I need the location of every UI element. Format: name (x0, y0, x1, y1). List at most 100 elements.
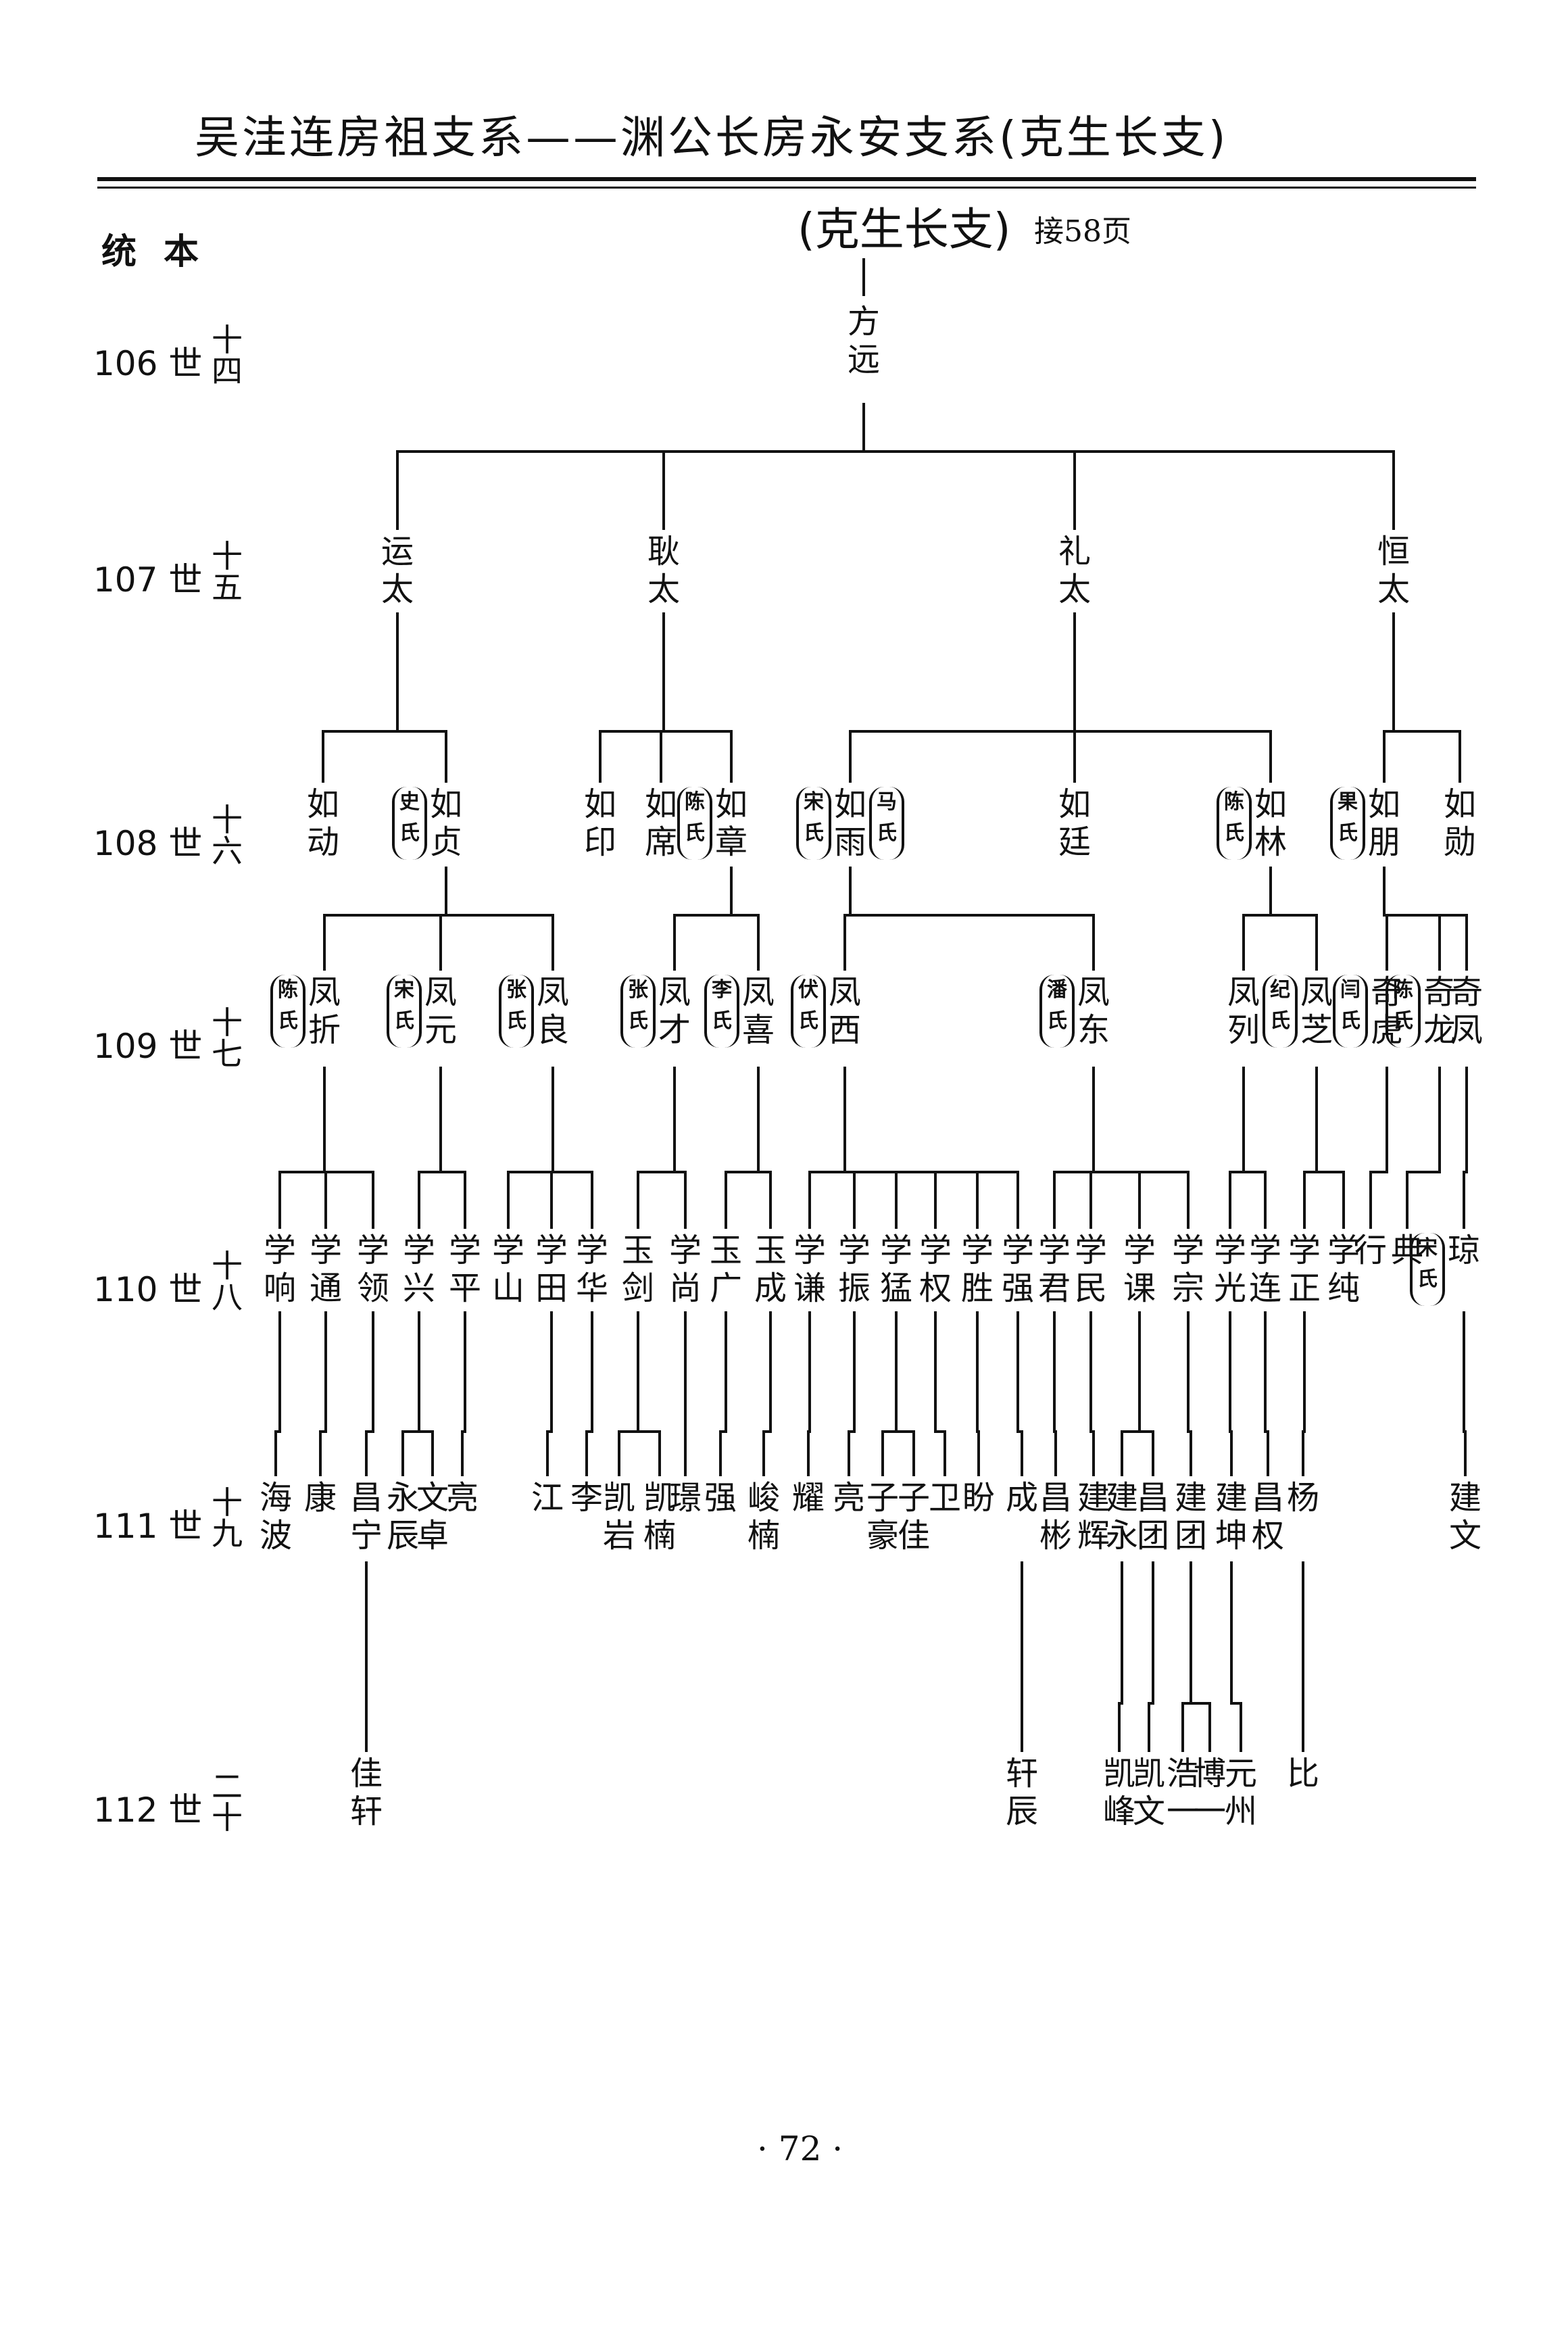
spouse-mark: 纪氏 (1263, 975, 1298, 1048)
member-name: 学强 (1001, 1232, 1034, 1307)
member-name: 海波 (259, 1479, 292, 1555)
member-name: 学平 (448, 1232, 481, 1307)
member-name: 如朋 (1367, 785, 1400, 861)
member-name: 学山 (491, 1232, 524, 1307)
member-name: 凤东 (1077, 973, 1110, 1049)
member-name: 成 (1005, 1479, 1038, 1517)
generation-label: 106 世 (93, 344, 203, 383)
member-name: 昌权 (1251, 1479, 1284, 1555)
member-name: 昌彬 (1039, 1479, 1072, 1555)
member-name: 恒太 (1377, 533, 1410, 608)
header-rule-thick (97, 177, 1476, 181)
tongben-label: 统本 (101, 232, 226, 272)
generation-label: 107 世 (93, 560, 203, 600)
member-name: 凤良 (536, 973, 569, 1049)
member-name: 行 (1354, 1232, 1387, 1269)
member-name: 凤喜 (741, 973, 775, 1049)
generation-cn: 十八 (212, 1248, 243, 1315)
member-name: 玉广 (709, 1232, 742, 1307)
member-name: 强 (704, 1479, 737, 1517)
member-name: 学民 (1074, 1232, 1107, 1307)
generation-cn: 十六 (212, 802, 243, 869)
member-name: 凯岩 (602, 1479, 635, 1555)
generation-label: 111 世 (93, 1507, 203, 1546)
member-name: 学光 (1213, 1232, 1246, 1307)
member-name: 学君 (1037, 1232, 1071, 1307)
member-name: 运太 (381, 533, 414, 608)
member-name: 昌宁 (349, 1479, 383, 1555)
spouse-mark: 李氏 (704, 975, 739, 1048)
member-name: 学尚 (668, 1232, 702, 1307)
member-name: 学胜 (960, 1232, 994, 1307)
member-name: 玉成 (754, 1232, 787, 1307)
member-name: 盼 (962, 1479, 995, 1517)
member-name: 学正 (1288, 1232, 1321, 1307)
member-name: 学领 (356, 1232, 389, 1307)
member-name: 亮 (832, 1479, 865, 1517)
member-name: 奇龙 (1423, 973, 1456, 1049)
member-name: 如动 (306, 785, 339, 861)
spouse-mark: 宋氏 (1410, 1233, 1445, 1306)
member-name: 学猛 (879, 1232, 912, 1307)
member-name: 学振 (837, 1232, 871, 1307)
member-name: 子佳 (897, 1479, 930, 1555)
header-rule-thin (97, 187, 1476, 189)
spouse-mark: 马氏 (869, 787, 904, 860)
generation-label: 110 世 (93, 1270, 203, 1309)
member-name: 佳轩 (349, 1755, 383, 1830)
member-name: 凤芝 (1300, 973, 1333, 1049)
member-name: 凤元 (424, 973, 457, 1049)
member-name: 玉剑 (621, 1232, 654, 1307)
spouse-mark: 陈氏 (1386, 975, 1421, 1048)
member-name: 比 (1286, 1755, 1319, 1793)
member-name: 凤折 (308, 973, 341, 1049)
member-name: 元州 (1224, 1755, 1257, 1830)
spouse-mark: 闫氏 (1333, 975, 1368, 1048)
spouse-mark: 宋氏 (796, 787, 831, 860)
member-name: 如贞 (429, 785, 462, 861)
member-name: 凤才 (658, 973, 691, 1049)
member-name: 文卓 (416, 1479, 449, 1555)
member-name: 李 (570, 1479, 603, 1517)
member-name: 如勋 (1443, 785, 1476, 861)
member-name: 江 (531, 1479, 564, 1517)
spouse-mark: 史氏 (392, 787, 427, 860)
generation-cn: 十七 (212, 1004, 243, 1072)
spouse-mark: 宋氏 (387, 975, 422, 1048)
member-name: 学兴 (402, 1232, 435, 1307)
spouse-mark: 张氏 (620, 975, 656, 1048)
member-name: 卫 (928, 1479, 961, 1517)
member-name: 凯峰 (1102, 1755, 1135, 1830)
member-name: 学宗 (1171, 1232, 1204, 1307)
member-name: 浩一 (1166, 1755, 1199, 1830)
member-name: 如林 (1254, 785, 1287, 861)
member-name: 永辰 (386, 1479, 419, 1555)
member-name: 子豪 (866, 1479, 899, 1555)
member-name: 建文 (1448, 1479, 1481, 1555)
member-name: 璟 (668, 1479, 702, 1517)
branch-title: (克生长支) (798, 203, 1011, 256)
spouse-mark: 陈氏 (270, 975, 305, 1048)
spouse-mark: 果氏 (1330, 787, 1365, 860)
member-name: 学连 (1248, 1232, 1281, 1307)
generation-label: 109 世 (93, 1027, 203, 1066)
member-name: 学华 (575, 1232, 608, 1307)
continued-from-note: 接58页 (1034, 214, 1131, 249)
generation-label: 112 世 (93, 1791, 203, 1830)
spouse-mark: 张氏 (499, 975, 534, 1048)
member-name: 昌团 (1136, 1479, 1169, 1555)
generation-cn: 二十 (212, 1768, 243, 1836)
member-name: 如印 (583, 785, 616, 861)
member-name: 凯楠 (643, 1479, 676, 1555)
member-name: 杨 (1286, 1479, 1319, 1517)
member-name: 博一 (1193, 1755, 1226, 1830)
member-name: 学纯 (1327, 1232, 1360, 1307)
member-name: 学田 (535, 1232, 568, 1307)
member-name: 奇凤 (1450, 973, 1483, 1049)
member-name: 康 (303, 1479, 337, 1517)
spouse-mark: 陈氏 (677, 787, 712, 860)
generation-cn: 十五 (212, 538, 243, 606)
member-name: 学通 (309, 1232, 342, 1307)
